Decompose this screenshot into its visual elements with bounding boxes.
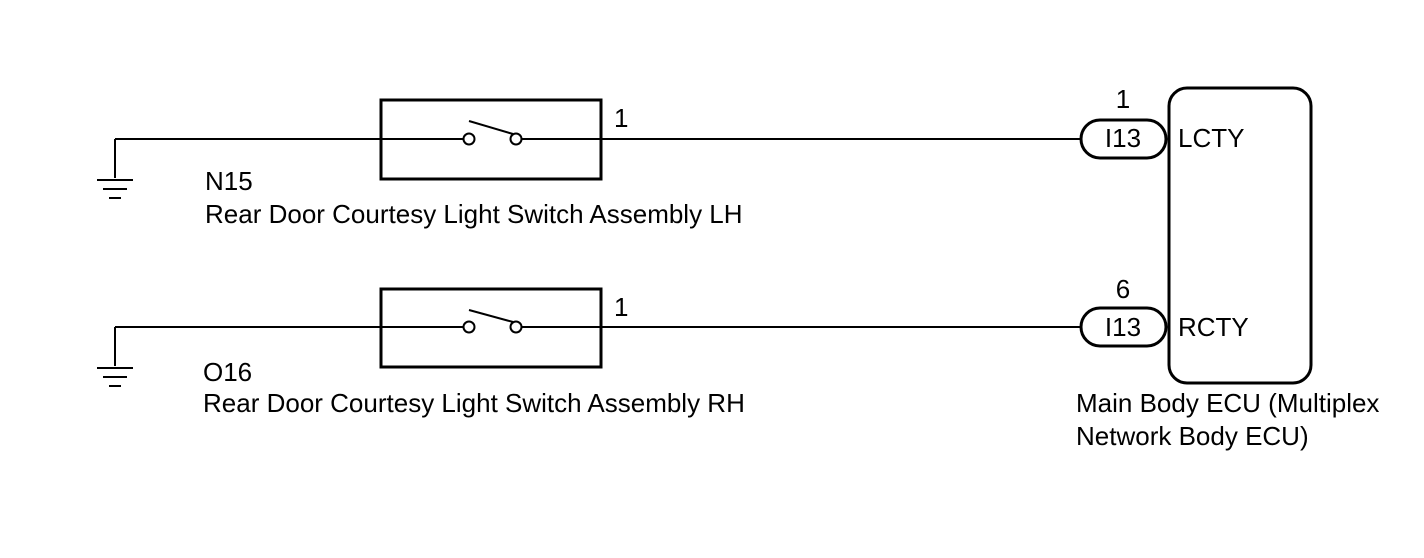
switch-name-lh: Rear Door Courtesy Light Switch Assembly… [205,199,743,229]
ecu-name-line2: Network Body ECU) [1076,421,1309,451]
terminal-signal-lcty: LCTY [1178,123,1244,153]
terminal-pin-rcty: 6 [1116,274,1130,304]
connector-id-lcty: I13 [1105,123,1141,153]
switch-name-rh: Rear Door Courtesy Light Switch Assembly… [203,388,745,418]
terminal-pin-lcty: 1 [1116,84,1130,114]
circuit-rh: 1 O16 Rear Door Courtesy Light Switch As… [97,287,1081,418]
circuit-lh: 1 N15 Rear Door Courtesy Light Switch As… [97,98,1081,229]
switch-pin-rh: 1 [614,292,628,322]
terminal-signal-rcty: RCTY [1178,312,1249,342]
switch-code-lh: N15 [205,166,253,196]
ground-icon-lh [97,139,133,199]
ecu-name-line1: Main Body ECU (Multiplex [1076,388,1379,418]
ecu-module: I13 1 LCTY I13 6 RCTY Main Body ECU (Mul… [1076,84,1379,451]
ecu-box [1167,86,1313,385]
connector-rcty: I13 6 RCTY [1079,274,1249,348]
switch-icon-lh [379,98,603,181]
ground-icon-rh [97,327,133,387]
connector-id-rcty: I13 [1105,312,1141,342]
switch-code-rh: O16 [203,357,252,387]
switch-pin-lh: 1 [614,103,628,133]
connector-lcty: I13 1 LCTY [1079,84,1244,160]
switch-icon-rh [379,287,603,369]
